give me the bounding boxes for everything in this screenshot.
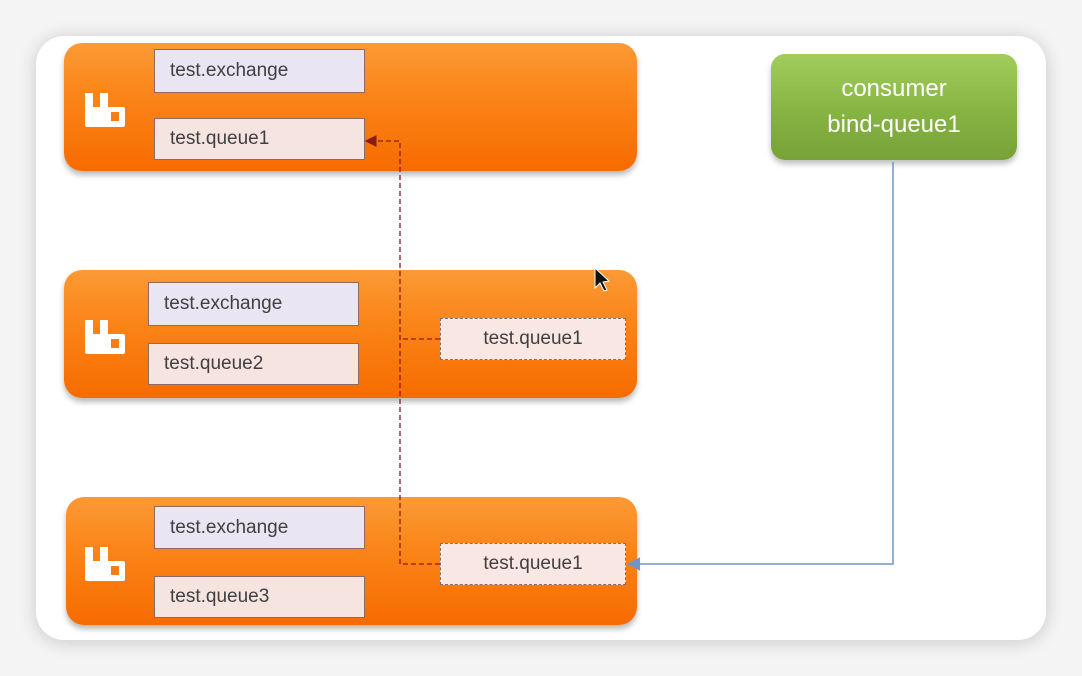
queue-box: test.queue2: [148, 343, 359, 385]
mirror-queue-box: test.queue1: [440, 318, 626, 360]
consumer-box: consumer bind-queue1: [771, 54, 1017, 160]
queue-box: test.queue3: [154, 576, 365, 618]
consume-line: [626, 162, 894, 571]
consumer-queue-label: bind-queue1: [827, 111, 961, 138]
mirror-queue-box: test.queue1: [440, 543, 626, 585]
exchange-box: test.exchange: [154, 506, 365, 549]
rabbitmq-logo-icon: [85, 320, 125, 354]
queue-box: test.queue1: [154, 118, 365, 160]
rabbitmq-logo-icon: [85, 547, 125, 581]
exchange-box: test.exchange: [154, 49, 365, 93]
exchange-box: test.exchange: [148, 282, 359, 326]
consumer-label: consumer: [841, 75, 947, 102]
mouse-cursor-icon: [594, 266, 611, 292]
rabbitmq-logo-icon: [85, 93, 125, 127]
sync-line-node3: [364, 135, 440, 565]
